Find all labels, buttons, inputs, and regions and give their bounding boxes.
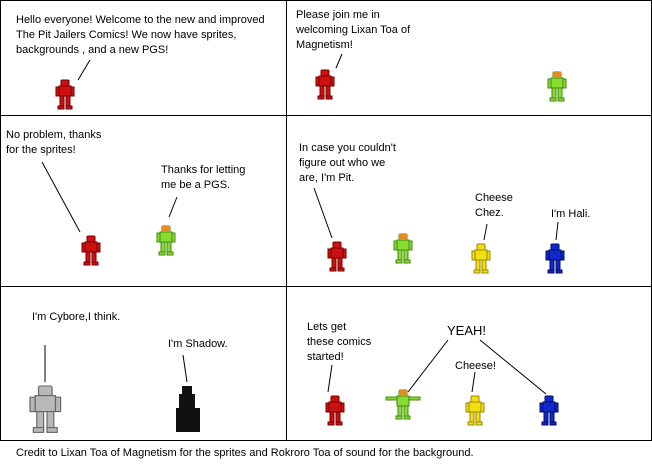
panel-6-speech-pit: Lets get these comics started! — [307, 321, 372, 363]
speech-line — [407, 339, 449, 393]
lixan-head-orange — [399, 234, 407, 240]
panel-3-speech-right: Thanks for letting me be a PGS. — [161, 164, 246, 191]
panel-4-speech-hali: I'm Hali. — [551, 208, 591, 220]
speech-line — [41, 161, 81, 233]
pit-red-figure — [55, 79, 75, 110]
panel-2-speech: Please join me in welcoming Lixan Toa of… — [296, 9, 411, 51]
panel-3-speech-left: No problem, thanks for the sprites! — [6, 129, 102, 156]
panel-5-speech-shadow: I'm Shadow. — [168, 338, 228, 350]
speech-line — [483, 223, 488, 241]
chez-yellow-figure — [471, 243, 491, 274]
pit-red-figure — [315, 69, 335, 100]
pit-red-figure — [327, 241, 347, 272]
speech-lines — [41, 53, 559, 395]
panel-4-speech-pit: In case you couldn't figure out who we a… — [299, 142, 396, 184]
panel-6-speech-cheese: Cheese! — [455, 360, 496, 372]
speech-line — [471, 371, 476, 393]
hali-blue-figure — [539, 395, 559, 426]
speech-line — [479, 339, 547, 395]
shadow-black-figure — [176, 386, 200, 432]
lixan-head-orange — [553, 72, 561, 78]
speech-line — [313, 187, 333, 239]
panel-5-speech-cybore: I'm Cybore,I think. — [32, 311, 121, 323]
cybore-silver-figure — [29, 385, 62, 434]
pit-red-figure — [81, 235, 101, 266]
hali-blue-figure — [545, 243, 565, 274]
pit-red-figure — [325, 395, 345, 426]
speech-line — [327, 364, 333, 393]
panel-1-speech: Hello everyone! Welcome to the new and i… — [16, 14, 265, 56]
credit-line: Credit to Lixan Toa of Magnetism for the… — [16, 447, 474, 459]
lixan-head-orange — [162, 226, 170, 232]
panel-6-speech-yeah: YEAH! — [447, 323, 487, 338]
speech-line — [77, 59, 91, 81]
speech-line — [555, 221, 559, 241]
lixan-head-orange — [399, 390, 407, 396]
speech-line — [335, 53, 343, 69]
chez-yellow-figure — [465, 395, 485, 426]
speech-line — [168, 196, 178, 218]
speech-line — [182, 354, 188, 383]
panel-4-speech-cheese: Cheese Chez. — [475, 192, 513, 219]
